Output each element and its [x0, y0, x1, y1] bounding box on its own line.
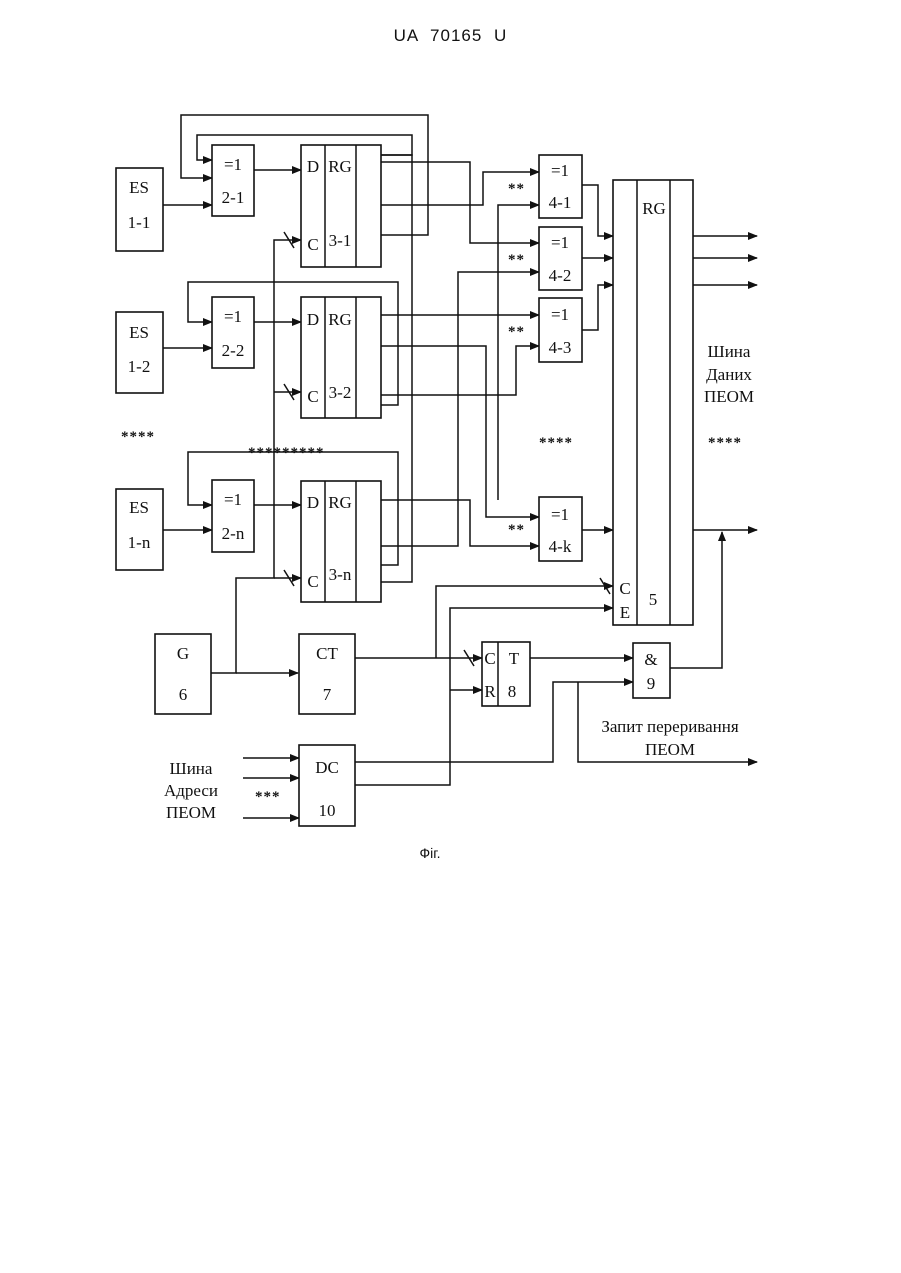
- register-block-3-1: D RG C 3-1: [301, 145, 381, 267]
- svg-text:8: 8: [508, 682, 517, 701]
- svg-text:&: &: [644, 650, 657, 669]
- svg-text:=1: =1: [551, 233, 569, 252]
- double-star-2: **: [508, 252, 525, 268]
- svg-text:1-1: 1-1: [128, 213, 151, 232]
- xor-block-4-3: =1 4-3: [539, 298, 582, 362]
- svg-text:C: C: [484, 649, 495, 668]
- figure-caption: Фіг.: [0, 845, 860, 861]
- svg-text:=1: =1: [551, 305, 569, 324]
- stars-mid: *********: [248, 445, 325, 461]
- xor-block-2-2: =1 2-2: [212, 297, 254, 368]
- svg-text:ES: ES: [129, 498, 149, 517]
- svg-text:C: C: [307, 235, 318, 254]
- interrupt-label: Запит переривання ПЕОМ: [601, 717, 739, 759]
- svg-text:D: D: [307, 310, 319, 329]
- svg-text:=1: =1: [224, 490, 242, 509]
- double-star-1: **: [508, 181, 525, 197]
- stars-xor4: ****: [539, 435, 573, 451]
- svg-text:9: 9: [647, 674, 656, 693]
- double-star-4: **: [508, 522, 525, 538]
- address-bus-label: Шина Адреси ПЕОМ: [164, 759, 218, 822]
- svg-text:ПЕОМ: ПЕОМ: [645, 740, 695, 759]
- svg-text:2-2: 2-2: [222, 341, 245, 360]
- svg-text:1-n: 1-n: [128, 533, 151, 552]
- svg-text:ES: ES: [129, 178, 149, 197]
- svg-text:RG: RG: [328, 493, 352, 512]
- counter-block-7: CT 7: [299, 634, 355, 714]
- svg-text:C: C: [307, 387, 318, 406]
- svg-text:C: C: [619, 579, 630, 598]
- and-block-9: & 9: [633, 643, 670, 698]
- svg-text:4-2: 4-2: [549, 266, 572, 285]
- svg-text:ПЕОМ: ПЕОМ: [166, 803, 216, 822]
- stars-bus: ****: [708, 435, 742, 451]
- xor-block-2-n: =1 2-n: [212, 480, 254, 552]
- svg-text:3-n: 3-n: [329, 565, 352, 584]
- svg-text:R: R: [484, 682, 496, 701]
- svg-text:=1: =1: [551, 161, 569, 180]
- xor-block-2-1: =1 2-1: [212, 145, 254, 216]
- xor-block-4-1: =1 4-1: [539, 155, 582, 218]
- svg-text:E: E: [620, 603, 630, 622]
- generator-block-6: G 6: [155, 634, 211, 714]
- svg-text:Адреси: Адреси: [164, 781, 218, 800]
- decoder-block-10: DC 10: [299, 745, 355, 826]
- svg-text:4-k: 4-k: [549, 537, 572, 556]
- svg-text:G: G: [177, 644, 189, 663]
- stars-addr: ***: [255, 789, 281, 805]
- svg-text:=1: =1: [224, 307, 242, 326]
- data-bus-label: Шина Даних ПЕОМ: [704, 342, 754, 406]
- svg-text:T: T: [509, 649, 520, 668]
- svg-text:D: D: [307, 493, 319, 512]
- svg-text:DC: DC: [315, 758, 339, 777]
- svg-text:4-1: 4-1: [549, 193, 572, 212]
- register-block-5: RG C E 5: [613, 180, 693, 625]
- es-block-1-2: ES 1-2: [116, 312, 163, 393]
- svg-text:Запит переривання: Запит переривання: [601, 717, 739, 736]
- es-block-1-n: ES 1-n: [116, 489, 163, 570]
- svg-text:3-1: 3-1: [329, 231, 352, 250]
- xor-block-4-2: =1 4-2: [539, 227, 582, 290]
- svg-text:RG: RG: [328, 157, 352, 176]
- xor-block-4-k: =1 4-k: [539, 497, 582, 561]
- stars-es: ****: [121, 429, 155, 445]
- svg-text:1-2: 1-2: [128, 357, 151, 376]
- svg-text:Даних: Даних: [706, 365, 752, 384]
- es-block-1-1: ES 1-1: [116, 168, 163, 251]
- svg-text:ПЕОМ: ПЕОМ: [704, 387, 754, 406]
- double-star-3: **: [508, 324, 525, 340]
- svg-text:10: 10: [319, 801, 336, 820]
- register-block-3-n: D RG C 3-n: [301, 481, 381, 602]
- svg-text:7: 7: [323, 685, 332, 704]
- svg-text:2-n: 2-n: [222, 524, 245, 543]
- svg-text:RG: RG: [642, 199, 666, 218]
- svg-text:RG: RG: [328, 310, 352, 329]
- svg-text:C: C: [307, 572, 318, 591]
- svg-text:2-1: 2-1: [222, 188, 245, 207]
- svg-text:Шина: Шина: [170, 759, 213, 778]
- svg-text:5: 5: [649, 590, 658, 609]
- svg-text:4-3: 4-3: [549, 338, 572, 357]
- svg-text:ES: ES: [129, 323, 149, 342]
- trigger-block-8: C R T 8: [482, 642, 530, 706]
- svg-text:Шина: Шина: [708, 342, 751, 361]
- svg-text:=1: =1: [224, 155, 242, 174]
- register-block-3-2: D RG C 3-2: [301, 297, 381, 418]
- svg-text:CT: CT: [316, 644, 338, 663]
- svg-text:D: D: [307, 157, 319, 176]
- svg-text:=1: =1: [551, 505, 569, 524]
- svg-text:6: 6: [179, 685, 188, 704]
- svg-text:3-2: 3-2: [329, 383, 352, 402]
